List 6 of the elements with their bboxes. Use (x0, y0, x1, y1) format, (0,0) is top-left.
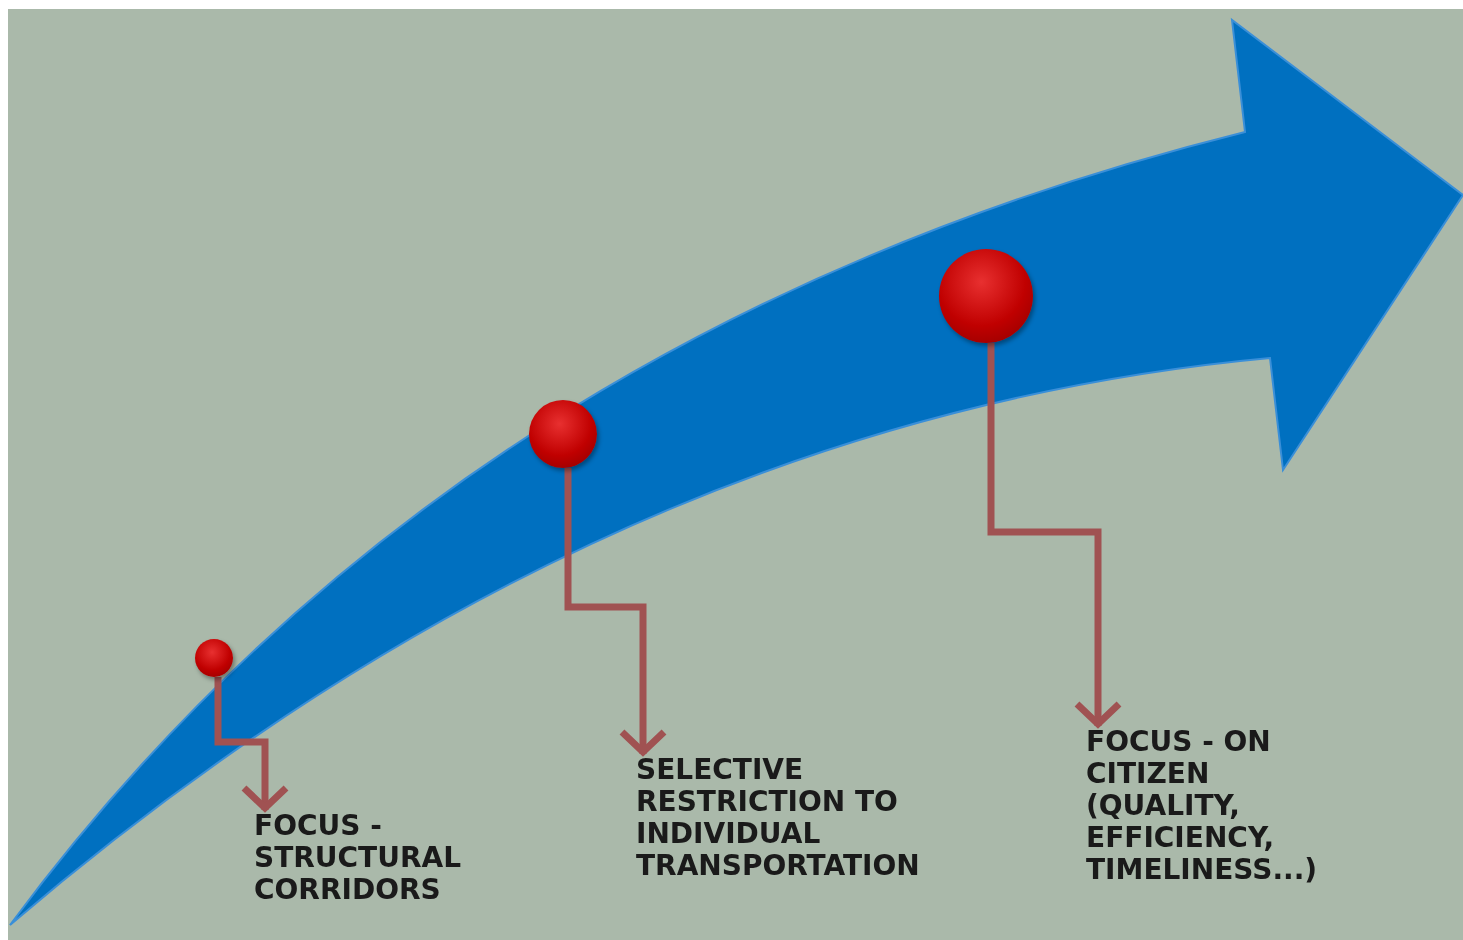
step-label: FOCUS - STRUCTURAL CORRIDORS (254, 810, 494, 906)
step-label: SELECTIVE RESTRICTION TO INDIVIDUAL TRANSPORTATION (636, 754, 966, 882)
step-label: FOCUS - ON CITIZEN (QUALITY, EFFICIENCY, TIMELINESS...) (1086, 726, 1356, 886)
arrow (214, 677, 290, 812)
arrow (564, 468, 668, 756)
arrow (987, 343, 1123, 728)
